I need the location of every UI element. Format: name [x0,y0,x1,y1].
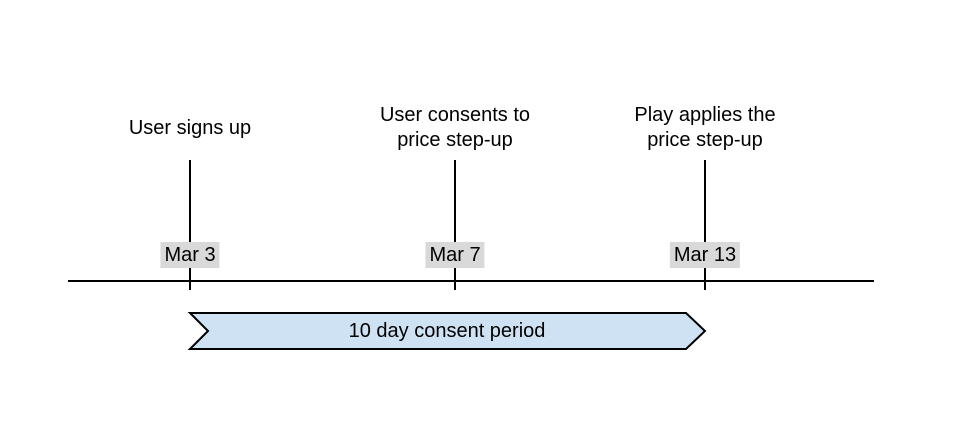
event-label-line: User signs up [128,116,252,139]
event-tick [189,160,191,290]
event-label: Play applies the price step-up [555,103,855,153]
event-date-badge: Mar 13 [669,242,741,268]
banner-chevron-shape [187,312,707,350]
event-label-line: User consents to [379,104,531,126]
event-tick [454,160,456,290]
event-label-line: price step-up [647,129,763,151]
event-label: User signs up [40,103,340,153]
event-tick [704,160,706,290]
timeline-axis [68,280,874,282]
event-label: User consents to price step-up [305,103,605,153]
event-date-badge: Mar 7 [425,242,485,268]
banner-label: 10 day consent period [349,320,546,342]
consent-period-banner: 10 day consent period [187,312,707,350]
event-date-badge: Mar 3 [160,242,220,268]
event-label-line: price step-up [397,129,513,151]
event-label-line: Play applies the [634,104,776,126]
